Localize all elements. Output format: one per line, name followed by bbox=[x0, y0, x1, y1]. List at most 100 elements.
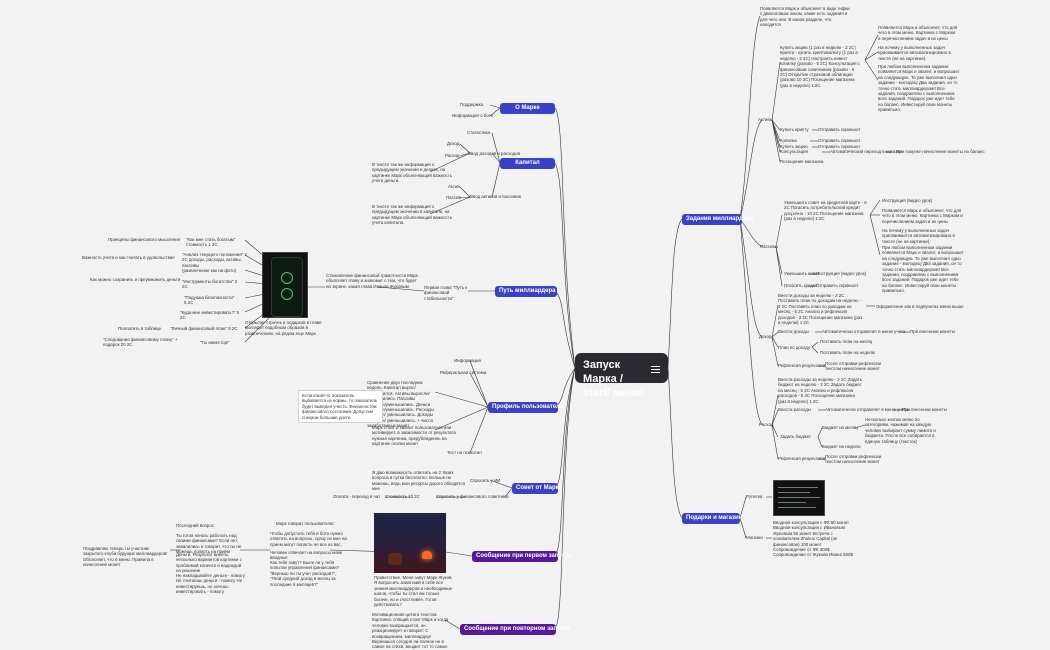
node-konsultant[interactable]: Спросить у финансового советника bbox=[436, 494, 509, 499]
node-dohod[interactable]: Доход bbox=[447, 141, 460, 146]
put-item-1[interactable]: "Как мне стать богатым" стоимость 1 2С bbox=[186, 237, 236, 248]
node-test[interactable]: Тест на психотип bbox=[447, 450, 482, 455]
node-put-intro: Становление финансовой грамотности Марк … bbox=[326, 273, 418, 289]
node-kupit-kriptu[interactable]: Купить крипту bbox=[780, 127, 809, 132]
central-node[interactable]: Запуск Марка / start/ меню bbox=[575, 353, 668, 399]
node-col1-2: Деньги. Результат анкеты, несколько вари… bbox=[176, 552, 242, 574]
node-posle-refleksii: После отправки рефлексии текстом начисле… bbox=[825, 361, 882, 372]
node-plan-nedelya[interactable]: Поставить план на неделю bbox=[820, 350, 876, 355]
node-plan-mesyac[interactable]: Поставить план на месяц bbox=[820, 339, 873, 344]
node-col2-3: Как тебя зовут? Были ли у тебя попытки у… bbox=[270, 560, 340, 587]
node-byudzhet-nedelya[interactable]: Бюджет на неделю bbox=[822, 444, 861, 449]
node-auto-perehod[interactable]: Автоматический переход в магазин bbox=[830, 149, 903, 154]
image-mark-fireplace bbox=[374, 513, 446, 573]
node-ruletka[interactable]: Рулетка bbox=[746, 494, 763, 499]
node-otpravit-skrin-1[interactable]: Отправить скриншот bbox=[818, 144, 861, 149]
menu-icon bbox=[651, 366, 660, 373]
node-otpravit-skrin-3[interactable]: Отправить скриншот bbox=[818, 138, 861, 143]
node-plan-dohody[interactable]: План по доходу bbox=[778, 345, 811, 350]
node-posle-refleksii-2: После отправки рефлексии текстом начисле… bbox=[825, 454, 882, 465]
topic-podarki[interactable]: Подарки и магазин bbox=[682, 513, 742, 524]
node-magazin-text: Вводная консультация с ФК 50 монет Вводн… bbox=[773, 520, 853, 558]
put-left-4: Как можно сохранить и преумножить деньги bbox=[90, 277, 181, 282]
node-otpravit-skrin-4[interactable]: Отправить скриншот bbox=[816, 283, 859, 288]
node-byudzhet-note: Несколько кнопок меню по категориям, наж… bbox=[865, 417, 936, 444]
node-magazin[interactable]: Магазин bbox=[746, 535, 763, 540]
node-kopilka[interactable]: Копилка bbox=[780, 138, 797, 143]
node-profil-mark: Марк стоит и хвалит пользователя или мот… bbox=[372, 425, 456, 447]
node-screen-caption: Открытие строчек и подарков в главе выгл… bbox=[245, 320, 322, 336]
node-aktivy[interactable]: Активы bbox=[758, 117, 773, 122]
node-soob1-left: Поздравляю теперь ты участник закрытого … bbox=[83, 546, 168, 568]
topic-sovet[interactable]: Совет от Марка bbox=[512, 483, 562, 494]
put-item-5[interactable]: "Подушка безопасности" 5 2С bbox=[184, 295, 235, 306]
node-vnesti-dohody[interactable]: Внести доходы bbox=[778, 329, 809, 334]
node-auto-menu[interactable]: Автоматически отправляет в меню учета bbox=[822, 329, 906, 334]
node-auto-menu-2[interactable]: Автоматически отправляет в меню учета bbox=[825, 407, 909, 412]
node-passivy-notify: На почему у выполненных задач присваивае… bbox=[882, 228, 955, 244]
node-otpravit-skrin-2[interactable]: Отправить скриншот bbox=[818, 127, 861, 132]
node-konsultaciya[interactable]: Консультация bbox=[780, 149, 808, 154]
topic-zadaniya[interactable]: Задания миллиардера bbox=[682, 214, 753, 225]
node-passivy-video[interactable]: Инструкция (видео урок) bbox=[882, 198, 933, 203]
node-kupit-akciyu[interactable]: Купить акцию bbox=[780, 144, 808, 149]
node-dohod-text: Внести доходы за неделю - 2 2С Поставить… bbox=[778, 293, 863, 326]
node-poseshchenie[interactable]: Посещение магазина bbox=[780, 159, 824, 164]
node-refleksiya[interactable]: Рефлексия результатов bbox=[778, 363, 827, 368]
topic-soob2[interactable]: Сообщение при повторном запуске bbox=[460, 624, 570, 635]
put-item-3[interactable]: (развлечение как на фото) bbox=[182, 268, 237, 273]
node-zadat-byudzhet[interactable]: Задать бюджет bbox=[780, 434, 812, 439]
central-title: Запуск Марка / start/ меню bbox=[583, 359, 644, 399]
put-item-7[interactable]: "Личный финансовый план" 5 2С bbox=[170, 326, 238, 331]
node-vvod-dohodov[interactable]: Ввод доходов и расходов bbox=[468, 151, 520, 156]
node-aktivy-mark: Появляется Марк и объясняет, что для чег… bbox=[878, 25, 958, 41]
node-refleksiya-2[interactable]: Рефлексия результатов bbox=[778, 456, 827, 461]
node-instrukciya[interactable]: Инструкция (видео урок) bbox=[816, 271, 867, 276]
node-stoimost: Стоимость 10 2С bbox=[385, 494, 420, 499]
node-byudzhet-mesyac[interactable]: Бюджет на месяц bbox=[822, 425, 858, 430]
topic-o-marke[interactable]: О Марке bbox=[500, 103, 555, 114]
node-pri-pokupke: При покупке начисление монеты на баланс bbox=[896, 149, 985, 154]
node-referalnaya[interactable]: Реферальная система bbox=[440, 370, 487, 375]
node-zadaniya-intro: Появляется Марк и объясняет в виде гифки… bbox=[760, 6, 850, 28]
topic-put[interactable]: Путь миллиардера bbox=[495, 286, 557, 297]
node-aktivy-done: При любом выполненном задании появляется… bbox=[878, 64, 960, 113]
node-aktiv[interactable]: Актив bbox=[448, 184, 460, 189]
node-kapital-note2: В тексте так же информация о предыдущем … bbox=[372, 204, 453, 226]
node-info-bot[interactable]: Информация о боте bbox=[452, 113, 494, 118]
node-sprosit-ii[interactable]: Спросить у ИИ bbox=[470, 478, 501, 483]
node-vnesti-rashody[interactable]: Внести расходы bbox=[778, 407, 811, 412]
node-statistika[interactable]: Статистика bbox=[467, 130, 491, 135]
node-aktivy-notify: На почему у выполненных задач присваивае… bbox=[878, 45, 951, 61]
node-passivy[interactable]: Пассивы bbox=[760, 244, 778, 249]
node-rashod[interactable]: Расход bbox=[445, 153, 460, 158]
put-item-4[interactable]: "Инструменты богатства" 3 2С bbox=[182, 279, 238, 290]
node-first-chapter[interactable]: Первая глава "Путь к финансовой стабильн… bbox=[424, 285, 468, 301]
node-rashody-task[interactable]: Расход bbox=[759, 422, 774, 427]
topic-kapital[interactable]: Капитал bbox=[500, 158, 555, 169]
node-passivy-mark: Появляется Марк и объясняет, что для чег… bbox=[882, 208, 963, 224]
put-left-8: "Следование финансовому плану" + подарок… bbox=[103, 337, 178, 348]
node-sovet-top: Я даю возможность ответить на 2 твоих во… bbox=[372, 470, 465, 492]
node-dohod-task[interactable]: Доход bbox=[759, 334, 772, 339]
node-col1-3: Не накладывайте деньги - помогу Не счита… bbox=[176, 573, 245, 595]
put-left-7: Поплатить в таблице bbox=[118, 326, 162, 331]
node-pogasit[interactable]: Погасить кредит bbox=[784, 283, 818, 288]
node-rashody-text: Внести расходы за неделю - 2 2С Задать б… bbox=[778, 377, 863, 404]
node-passiv[interactable]: Пассив bbox=[446, 195, 461, 200]
node-col1-1: Ты готов начать работать над своими фина… bbox=[176, 533, 242, 555]
node-soob2-note: Мотивационная цитата текстом. Картинка: … bbox=[372, 612, 449, 650]
node-informaciya[interactable]: Информация bbox=[454, 358, 481, 363]
node-vvod-aktivov[interactable]: Ввод активов и пассивов bbox=[470, 194, 521, 199]
topic-profil[interactable]: Профиль пользователя bbox=[488, 402, 563, 413]
put-item-6[interactable]: "Куда мне инвестировать?" 5 2С bbox=[180, 310, 240, 321]
put-item-2[interactable]: "Анализ текущего положения" 2 2С доходы,… bbox=[182, 252, 247, 268]
node-last-q: Последний вопрос bbox=[176, 523, 214, 528]
node-profil-left-note: Если какой-то показатель выбивается из н… bbox=[298, 390, 383, 424]
topic-soob1[interactable]: Сообщение при первом запуске bbox=[472, 551, 571, 562]
node-umenshit[interactable]: Уменьшить совет bbox=[784, 271, 820, 276]
node-oplata[interactable]: Оплата - переход в чат bbox=[333, 494, 381, 499]
node-podderzhka[interactable]: Поддержка bbox=[460, 102, 483, 107]
put-item-8[interactable]: "Ты инвестор!" bbox=[200, 340, 230, 345]
